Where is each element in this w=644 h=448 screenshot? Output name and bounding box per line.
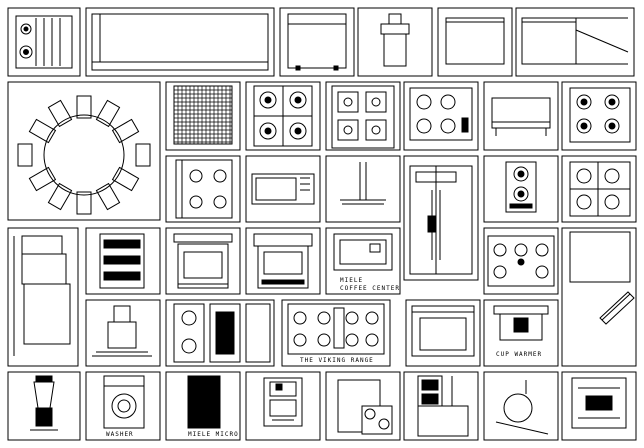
espresso-machine-symbol	[245, 371, 321, 441]
meat-slicer-symbol	[483, 371, 559, 441]
warming-drawer-symbol	[437, 7, 513, 77]
round-dining-table-symbol	[7, 81, 161, 221]
smooth-cooktop-symbol	[403, 81, 479, 151]
electric-cooktop-2-burner-symbol	[483, 155, 559, 223]
oven-caption: MIELE MICRO	[188, 431, 239, 438]
caption-layer: MIELE COFFEE CENTER THE VIKING RANGE CUP…	[106, 277, 542, 438]
gas-cooktop-4-burner-symbol	[245, 81, 321, 151]
wall-oven-single-symbol	[405, 299, 481, 367]
coffee-center-caption-line1: MIELE	[340, 277, 363, 284]
appliance-stack-symbol	[403, 371, 479, 441]
dishwasher-symbol	[279, 7, 355, 77]
gas-cooktop-wok-symbol	[561, 81, 637, 151]
vent-hood-chimney-symbol	[85, 299, 161, 367]
cooktop-angled-plan-symbol	[325, 371, 401, 441]
built-in-coffee-panel-symbol	[561, 371, 637, 441]
double-oven-range-symbol	[245, 227, 321, 295]
wine-cooler-side-symbol	[7, 227, 79, 367]
front-load-washer-symbol	[85, 371, 161, 441]
gas-cooktop-wide-symbol	[483, 227, 559, 295]
gas-cooktop-5-burner-symbol	[561, 155, 637, 223]
grill-griddle-modules-symbol	[165, 299, 275, 367]
cup-warmer-symbol	[483, 299, 559, 367]
counter-elevation-symbol	[85, 7, 275, 77]
range-top-view-symbol	[165, 155, 241, 223]
coffee-center-caption-line2: COFFEE CENTER	[340, 285, 400, 292]
dishwasher-door-open-symbol	[561, 227, 637, 367]
grill-grate-symbol	[165, 81, 241, 151]
island-hood-elevation-symbol	[325, 155, 401, 223]
washer-caption: WASHER	[106, 431, 134, 438]
triple-wall-oven-symbol	[85, 227, 161, 295]
blender-symbol	[7, 371, 81, 441]
microwave-symbol	[245, 155, 321, 223]
viking-range-top-symbol	[281, 299, 391, 367]
range-hood-elevation-symbol	[483, 81, 559, 151]
black-panel-appliance-symbol	[165, 371, 241, 441]
cup-warmer-caption: CUP WARMER	[496, 351, 542, 358]
coffee-center-symbol	[325, 227, 401, 295]
trash-compactor-symbol	[357, 7, 433, 77]
gas-cooktop-square-grates-symbol	[325, 81, 401, 151]
cooktop-modular-symbol	[7, 7, 81, 77]
side-by-side-refrigerator-symbol	[403, 155, 479, 281]
refrigerator-drawer-symbol	[515, 7, 635, 77]
viking-range-caption: THE VIKING RANGE	[300, 357, 374, 364]
range-front-elevation-symbol	[165, 227, 241, 295]
